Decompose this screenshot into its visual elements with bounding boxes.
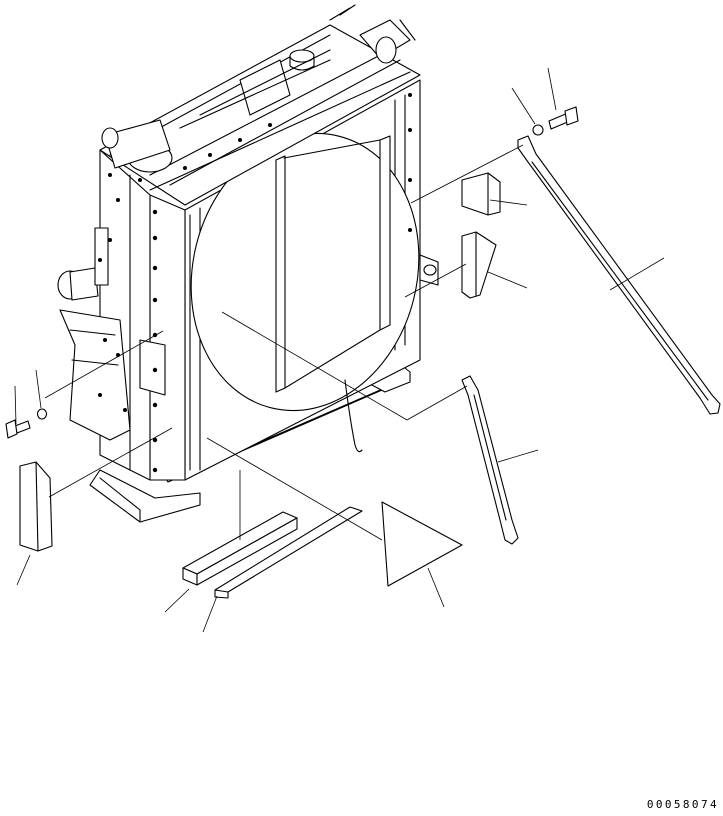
washer-icon [533, 125, 543, 135]
washer-icon [38, 409, 47, 419]
radiator-assembly [58, 5, 448, 522]
small-block-pad [462, 173, 500, 215]
seal-strip-long [215, 507, 362, 598]
stay-rod-short [462, 376, 518, 544]
stay-rod-long [518, 136, 720, 414]
drawing-number: 00058074 [646, 798, 719, 811]
wedge-pad-left [20, 462, 52, 551]
leader-lines [15, 68, 664, 632]
wedge-pad-right [462, 232, 496, 298]
bolt-icon [6, 420, 30, 438]
triangle-seal-plate [382, 502, 462, 586]
bolt-icon [549, 107, 578, 129]
seal-block-bar [183, 512, 297, 585]
